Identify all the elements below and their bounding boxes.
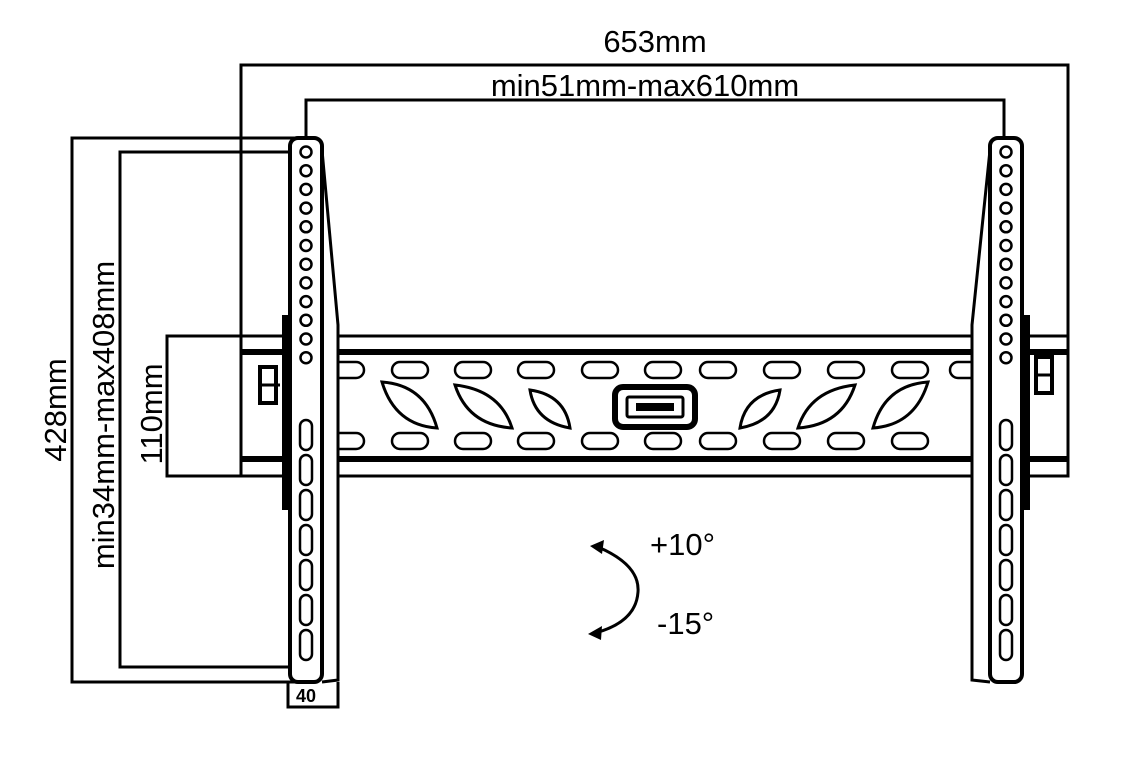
bracket-slot: [998, 453, 1014, 487]
tilt-arrow-icon: [594, 545, 640, 635]
bracket-hole: [299, 145, 313, 159]
bracket-hole: [999, 276, 1013, 290]
bracket-hole: [999, 294, 1013, 309]
rail-slot: [890, 360, 930, 380]
tilt-up-label: +10°: [650, 527, 715, 562]
bracket-hole: [999, 182, 1013, 197]
rail-slot: [826, 360, 866, 380]
rail-slot: [643, 431, 683, 451]
bracket-slot: [298, 453, 314, 487]
leaf-cutout: [379, 380, 440, 430]
bracket-slot: [998, 488, 1014, 522]
leaf-cutout: [795, 383, 858, 430]
rail-slot: [580, 431, 620, 451]
bracket-slot: [998, 558, 1014, 592]
overall-width-label: 653mm: [603, 24, 706, 59]
center-lock: [612, 384, 698, 430]
rail-slot: [453, 431, 493, 451]
bracket-hole: [999, 313, 1013, 328]
rail-slot: [390, 431, 430, 451]
hole-span-dimension: min51mm-max610mm: [304, 68, 1006, 152]
rail-slot: [580, 360, 620, 380]
overall-height-dimension: 428mm: [38, 136, 300, 684]
rail-slot: [762, 431, 802, 451]
bracket-hole: [999, 257, 1013, 271]
bracket-holes: [998, 145, 1014, 662]
bracket-hole: [999, 220, 1013, 234]
tilt-indicator: +10° -15°: [588, 527, 715, 641]
arrowhead-down-icon: [588, 626, 602, 640]
bracket-slot: [298, 593, 314, 627]
bracket-hole: [299, 220, 313, 234]
leaf-cutout: [738, 388, 782, 430]
bracket-hole: [299, 276, 313, 290]
bracket-slot: [298, 558, 314, 592]
rail-slot: [390, 360, 430, 380]
vertical-span-label: min34mm-max408mm: [86, 261, 121, 569]
leaf-cutout: [528, 388, 572, 430]
bracket-hole: [299, 238, 313, 253]
bracket-hole: [299, 332, 313, 346]
rail-height-dimension: 110mm: [134, 334, 241, 478]
bracket-slot: [998, 593, 1014, 627]
left-tv-bracket: [282, 136, 340, 684]
rail-slot: [516, 360, 556, 380]
bracket-holes: [298, 145, 314, 662]
leaf-cutout: [870, 380, 931, 430]
bracket-hole: [299, 313, 313, 328]
bracket-hole: [299, 350, 313, 365]
arrowhead-up-icon: [590, 540, 604, 554]
bracket-hole: [299, 294, 313, 309]
bracket-slot: [298, 628, 314, 662]
overall-height-label: 428mm: [38, 358, 73, 461]
rail-slot: [643, 360, 683, 380]
bracket-hole: [299, 201, 313, 215]
bracket-hole: [299, 257, 313, 271]
hole-span-label: min51mm-max610mm: [491, 68, 799, 103]
right-tv-bracket: [970, 136, 1030, 684]
bracket-hole: [999, 145, 1013, 159]
rail-slot: [890, 431, 930, 451]
depth-dimension: 40: [286, 682, 340, 709]
rail-clips: [258, 355, 1054, 405]
bracket-hole: [999, 163, 1013, 178]
leaf-cutout: [452, 383, 515, 430]
bracket-slot: [998, 523, 1014, 557]
bracket-hole: [999, 238, 1013, 253]
bracket-hole: [999, 350, 1013, 365]
wall-rail: [239, 334, 1070, 478]
bracket-slot: [998, 628, 1014, 662]
rail-height-label: 110mm: [134, 363, 169, 464]
rail-slot: [698, 431, 738, 451]
rail-slot: [453, 360, 493, 380]
bracket-hole: [299, 182, 313, 197]
bracket-slot: [998, 418, 1014, 452]
bracket-hole: [999, 201, 1013, 215]
rail-slot: [762, 360, 802, 380]
bracket-hole: [999, 332, 1013, 346]
bracket-hole: [299, 163, 313, 178]
depth-label: 40: [296, 686, 316, 706]
overall-width-dimension: 653mm: [239, 24, 1070, 475]
bracket-slot: [298, 418, 314, 452]
rail-slot: [698, 360, 738, 380]
tilt-down-label: -15°: [657, 606, 714, 641]
rail-slots: [326, 360, 988, 451]
rail-cutouts: [379, 380, 931, 430]
vertical-span-dimension: min34mm-max408mm: [86, 150, 306, 669]
rail-slot: [826, 431, 866, 451]
bracket-slot: [298, 488, 314, 522]
bracket-slot: [298, 523, 314, 557]
rail-slot: [516, 431, 556, 451]
